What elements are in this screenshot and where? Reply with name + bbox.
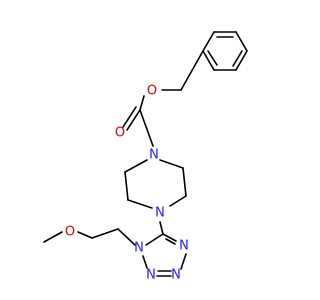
tetrazole-n3-label: N [171, 268, 181, 283]
bond [124, 159, 148, 173]
tetrazole-n1-label: N [134, 241, 144, 256]
bond [169, 195, 187, 207]
bond [91, 228, 119, 239]
bond [235, 31, 248, 52]
bond [202, 50, 215, 71]
bond [127, 199, 153, 209]
bond-inner [207, 50, 218, 66]
bond [117, 228, 136, 246]
bonds [43, 31, 248, 277]
bond [235, 50, 248, 71]
carbonyl-oxygen-label: O [115, 126, 125, 141]
ester-oxygen-label: O [147, 84, 157, 99]
bond [122, 106, 137, 128]
bond [43, 231, 63, 243]
molecule-diagram: O O N N N N N N O [43, 31, 248, 283]
tetrazole-n4-label: N [179, 239, 189, 254]
bond [159, 159, 184, 169]
bond [142, 255, 148, 269]
bond-inner [232, 50, 243, 67]
bond [126, 109, 141, 131]
bond [77, 231, 93, 239]
bond [202, 31, 215, 52]
tetrazole-n2-label: N [146, 268, 156, 283]
methoxy-oxygen-label: O [65, 225, 75, 240]
bond [124, 171, 129, 201]
bond [180, 253, 187, 270]
bond [165, 238, 176, 245]
bond [180, 50, 204, 91]
bond [159, 221, 164, 235]
bond [182, 167, 187, 197]
piperazine-n-top-label: N [149, 148, 159, 163]
bond [139, 95, 145, 111]
bond [145, 233, 164, 246]
piperazine-n-bottom-label: N [155, 206, 165, 221]
bond [162, 233, 177, 242]
atom-labels: O O N N N N N N O [65, 84, 189, 283]
structure-svg: O O N N N N N N O [43, 31, 248, 283]
bond [139, 109, 154, 147]
